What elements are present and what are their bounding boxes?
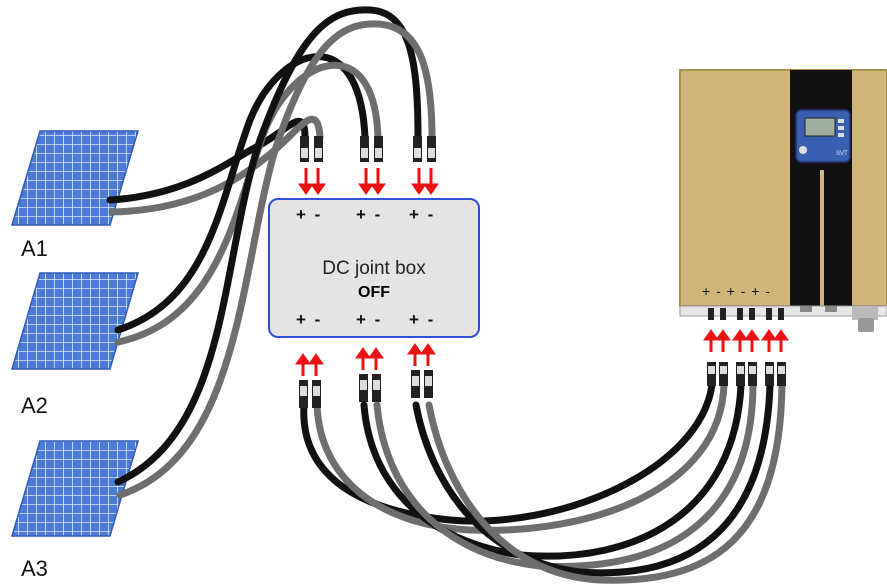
terminal-top-2: + - xyxy=(356,205,383,224)
terminal-top-3: + - xyxy=(409,205,436,224)
arrow-down-icon xyxy=(358,168,374,195)
connector-pair-3-bottom xyxy=(411,370,433,398)
arrow-up-icon xyxy=(420,343,436,366)
terminal-bottom-2: + - xyxy=(356,310,383,329)
terminal-top-1: + - xyxy=(296,205,323,224)
arrow-up-icon xyxy=(744,329,760,352)
arrow-up-icon xyxy=(355,347,371,370)
connector-pair-3-top xyxy=(413,136,436,162)
arrow-up-icon xyxy=(703,329,719,352)
solar-panel-a2 xyxy=(11,272,139,370)
arrow-up-icon xyxy=(715,329,731,352)
arrows-up-box xyxy=(295,343,436,376)
cables-box-to-inverter xyxy=(300,381,786,584)
solar-panel-a1 xyxy=(10,130,140,226)
display-brand: SVT xyxy=(836,151,848,157)
arrow-down-icon xyxy=(411,168,427,195)
arrow-down-icon xyxy=(370,168,386,195)
panel-label-a1: A1 xyxy=(21,236,48,261)
arrow-up-icon xyxy=(308,353,324,376)
dc-joint-box: + - + - + - DC joint box OFF + - + - + - xyxy=(268,198,480,338)
inverter-display: SVT xyxy=(795,109,851,163)
terminal-bottom-3: + - xyxy=(409,310,436,329)
cables-panels-to-box xyxy=(106,6,436,499)
connector-pair-2-bottom xyxy=(359,374,381,402)
arrow-up-icon xyxy=(407,343,423,366)
solar-panel-a3 xyxy=(10,440,140,537)
terminal-bottom-1: + - xyxy=(296,310,323,329)
box-state: OFF xyxy=(358,284,390,301)
connector-pair-2-top xyxy=(360,136,383,162)
arrow-down-icon xyxy=(423,168,439,195)
arrow-up-icon xyxy=(732,329,748,352)
connector-pair-1-bottom xyxy=(299,380,321,408)
arrow-up-icon xyxy=(295,353,311,376)
bottom-connectors xyxy=(299,362,786,408)
inverter-terminals: + - + - + - xyxy=(702,283,771,299)
connector-inverter-plugs xyxy=(707,362,786,386)
top-connectors xyxy=(300,136,436,162)
arrows-up-inverter xyxy=(703,329,789,352)
arrow-down-icon xyxy=(298,168,314,195)
inverter: SVT xyxy=(679,69,887,332)
arrow-up-icon xyxy=(761,329,777,352)
panel-label-a2: A2 xyxy=(21,393,48,418)
arrow-up-icon xyxy=(773,329,789,352)
arrow-down-icon xyxy=(310,168,326,195)
arrows-down xyxy=(298,168,439,195)
arrow-up-icon xyxy=(368,347,384,370)
box-title: DC joint box xyxy=(322,258,426,279)
inverter-input-connectors xyxy=(708,308,784,320)
panel-label-a3: A3 xyxy=(21,556,48,581)
connector-pair-1-top xyxy=(300,136,323,162)
